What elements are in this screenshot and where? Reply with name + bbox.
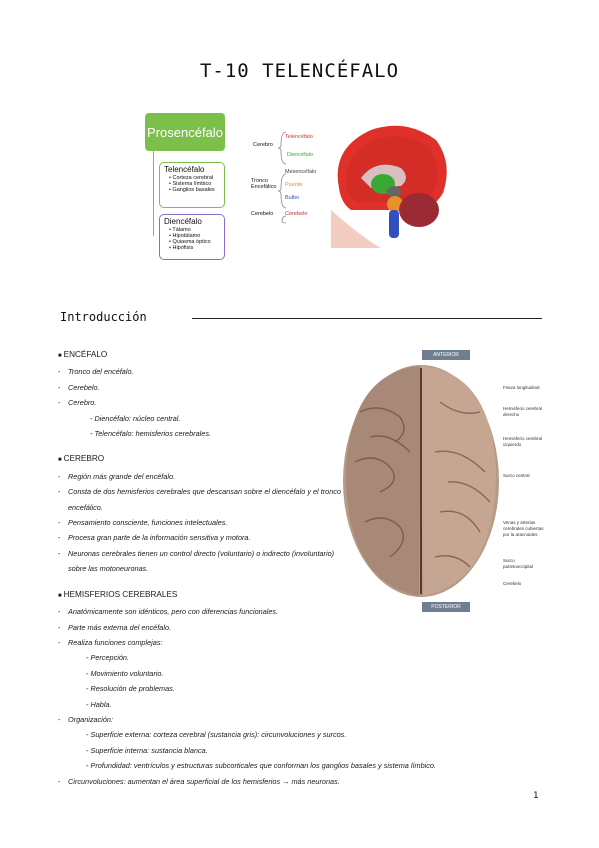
diencefalo-box: Diencéfalo Tálamo Hipotálamo Quiasma ópt… <box>159 214 225 260</box>
list-item: Anatómicamente son idénticos, pero con d… <box>58 604 358 620</box>
list-item: Hipófisis <box>169 245 224 251</box>
sagittal-brain-illustration <box>331 125 447 248</box>
figure-label: Surco central <box>503 473 530 478</box>
prosencefalo-box: Prosencéfalo <box>145 113 225 151</box>
list-subitem: - Percepción. <box>86 653 129 663</box>
diagram-connector <box>153 151 154 236</box>
list-item: Organización: <box>58 712 358 728</box>
figure-label: Surco parietooccipital <box>503 558 534 569</box>
figure-label: Hemisferio cerebral derecho <box>503 406 543 417</box>
hemisferios-heading: HEMISFERIOS CEREBRALES <box>58 587 358 604</box>
list-item: Consta de dos hemisferios cerebrales que… <box>58 484 348 515</box>
region-cerebelo-2: Cerebelo <box>285 211 308 217</box>
list-item: Realiza funciones complejas: <box>58 635 358 651</box>
figure-label: Cerebelo <box>503 581 522 586</box>
list-item: Neuronas cerebrales tienen un control di… <box>58 546 348 577</box>
cerebro-heading: CEREBRO <box>58 451 358 468</box>
list-item: Parte más externa del encéfalo. <box>58 620 358 636</box>
list-item: Quiasma óptico <box>169 239 224 245</box>
list-item: Sistema límbico <box>169 181 224 187</box>
notes-body: ENCÉFALO Tronco del encéfalo. Cerebelo. … <box>58 343 436 789</box>
region-mesencefalo: Mesencéfalo <box>285 169 317 175</box>
list-item: Pensamiento consciente, funciones intele… <box>58 515 358 531</box>
list-item: Tálamo <box>169 227 224 233</box>
brain-superior-figure: ANTERIOR POSTERIOR Fisura longitudinal H… <box>340 350 544 612</box>
list-subitem: - Profundidad: ventrículos y estructuras… <box>86 761 437 771</box>
list-item: Procesa gran parte de la información sen… <box>58 530 358 546</box>
page-title: T-10 TELENCÉFALO <box>199 60 400 82</box>
list-item: Cerebelo. <box>58 380 358 396</box>
region-brackets <box>277 131 287 224</box>
region-telencefalo: Telencéfalo <box>285 134 313 140</box>
list-item: Cerebro. <box>58 395 358 411</box>
brain-superior-illustration <box>343 365 499 597</box>
list-subitem: - Diencéfalo: núcleo central. <box>90 413 181 423</box>
encefalo-heading: ENCÉFALO <box>58 347 358 364</box>
figure-label: Fisura longitudinal <box>503 385 540 390</box>
list-item: Circunvoluciones: aumentan el área super… <box>58 774 488 790</box>
list-item: Corteza cerebral <box>169 175 224 181</box>
anterior-tag: ANTERIOR <box>422 350 470 360</box>
region-diencefalo: Diencéfalo <box>287 152 313 158</box>
region-cerebelo: Cerebelo <box>251 211 274 217</box>
list-subitem: - Superficie externa: corteza cerebral (… <box>86 730 347 740</box>
list-subitem: - Habla. <box>86 699 112 709</box>
telencefalo-box: Telencéfalo Corteza cerebral Sistema lím… <box>159 162 225 208</box>
list-subitem: - Superficie interna: sustancia blanca. <box>86 745 208 755</box>
figure-label: Venas y arterias cerebrales cubiertas po… <box>503 520 544 537</box>
prosencefalo-diagram: Prosencéfalo Telencéfalo Corteza cerebra… <box>145 108 455 260</box>
list-item: Hipotálamo <box>169 233 224 239</box>
list-subitem: - Movimiento voluntario. <box>86 668 164 678</box>
list-subitem: - Resolución de problemas. <box>86 684 175 694</box>
list-item: Región más grande del encéfalo. <box>58 469 358 485</box>
section-title: Introducción <box>60 310 147 324</box>
section-divider <box>192 318 542 319</box>
list-subitem: - Telencéfalo: hemisferios cerebrales. <box>90 429 211 439</box>
region-bulbo: Bulbo <box>285 195 300 201</box>
region-tronco: Tronco Encefálico <box>251 178 277 190</box>
diencefalo-title: Diencéfalo <box>164 217 202 226</box>
page-number: 1 <box>533 791 539 801</box>
posterior-tag: POSTERIOR <box>422 602 470 612</box>
region-puente: Puente <box>285 182 303 188</box>
figure-label: Hemisferio cerebral izquierdo <box>503 436 543 447</box>
region-cerebro: Cerebro <box>253 142 273 148</box>
list-item: Tronco del encéfalo. <box>58 364 358 380</box>
telencefalo-title: Telencéfalo <box>164 165 205 174</box>
list-item: Ganglios basales <box>169 187 224 193</box>
